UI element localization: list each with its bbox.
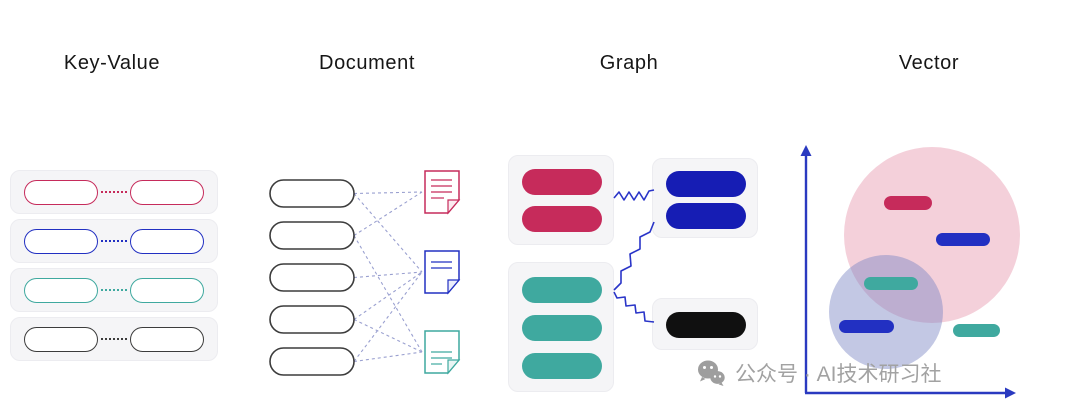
dashed-link [353, 271, 423, 362]
dashed-link [353, 193, 423, 273]
column-title-vector: Vector [898, 52, 960, 74]
graph-group-top-left [508, 155, 614, 245]
document-text-lines [431, 261, 452, 269]
dashed-link [353, 351, 423, 363]
wechat-icon [698, 360, 725, 386]
graph-edge-squiggle [613, 291, 655, 323]
graph-group-top-right [652, 158, 758, 238]
document-fold [447, 359, 461, 375]
dashed-link [353, 319, 423, 353]
key-pill [24, 327, 98, 352]
graph-node-pill [666, 312, 746, 338]
graph-node-pill [522, 206, 602, 232]
record-document-links [353, 191, 423, 363]
document-icon-blue [424, 250, 461, 295]
record-pills [269, 179, 355, 376]
graph-edge-squiggle [613, 189, 655, 201]
record-pill [269, 179, 355, 208]
document-fold [447, 279, 461, 295]
document-text-lines [431, 351, 452, 365]
document-icon-crimson [424, 170, 461, 215]
document-text-lines [431, 179, 452, 199]
key-value-link-dots [101, 191, 127, 193]
vector-point-pill [884, 196, 932, 210]
record-pill [269, 263, 355, 292]
graph-node-pill [666, 203, 746, 229]
graph-group-bottom-right [652, 298, 758, 350]
key-pill [24, 180, 98, 205]
key-value-row [10, 170, 218, 214]
graph-node-pill [522, 277, 602, 303]
key-value-row [10, 219, 218, 263]
value-pill [130, 180, 204, 205]
dashed-link [353, 235, 423, 353]
graph-group-bottom-left [508, 262, 614, 392]
column-title-graph: Graph [599, 52, 659, 74]
key-value-row [10, 268, 218, 312]
vector-point-pill [936, 233, 990, 246]
record-pill [269, 347, 355, 376]
vector-illustration [800, 145, 1020, 399]
vector-point-pill [953, 324, 1000, 337]
vector-point-pill [864, 277, 918, 290]
record-pill [269, 221, 355, 250]
graph-node-pill [666, 171, 746, 197]
dashed-link [353, 271, 423, 320]
x-axis-arrowhead [1005, 387, 1016, 399]
vector-points [839, 196, 1000, 337]
column-title-key-value: Key-Value [63, 52, 161, 74]
dashed-link [353, 271, 423, 279]
value-pill [130, 278, 204, 303]
graph-node-pill [522, 315, 602, 341]
dashed-link [353, 191, 423, 236]
key-value-link-dots [101, 338, 127, 340]
vector-point-pill [839, 320, 894, 333]
key-pill [24, 229, 98, 254]
vector-axes [804, 154, 1007, 395]
graph-edges [613, 189, 655, 323]
document-illustration [269, 170, 461, 376]
key-pill [24, 278, 98, 303]
document-icon-teal [424, 330, 461, 375]
column-title-document: Document [319, 52, 415, 74]
vector-cluster-region-purple [829, 255, 943, 369]
key-value-link-dots [101, 240, 127, 242]
value-pill [130, 229, 204, 254]
value-pill [130, 327, 204, 352]
key-value-row [10, 317, 218, 361]
graph-node-pill [522, 353, 602, 379]
dashed-link [353, 191, 423, 195]
watermark-text: 公众号 · AI技术研习社 [735, 363, 942, 386]
graph-node-pill [522, 169, 602, 195]
y-axis-arrowhead [800, 145, 812, 156]
watermark: 公众号 · AI技术研习社 [696, 358, 942, 388]
graph-edge-squiggle [613, 221, 655, 291]
record-pill [269, 305, 355, 334]
document-fold [447, 199, 461, 215]
key-value-link-dots [101, 289, 127, 291]
